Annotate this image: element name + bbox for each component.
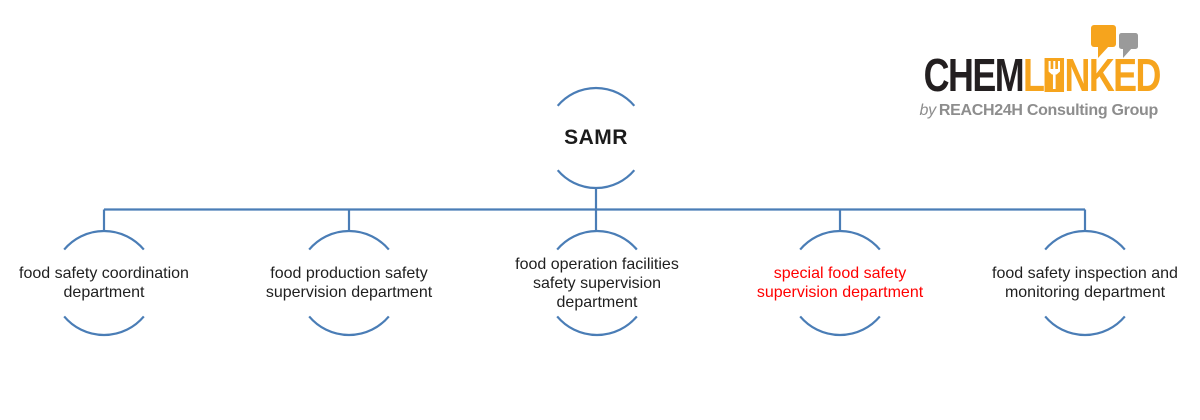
node-dept-5-label: food safety inspection and monitoring dep… bbox=[960, 264, 1200, 302]
label-line: food safety coordination bbox=[19, 265, 189, 282]
tagline-by: by bbox=[919, 102, 937, 119]
node-dept-1-circle-bottom-arc bbox=[63, 315, 145, 337]
node-dept-1-circle-top-arc bbox=[63, 229, 145, 251]
node-dept-5-circle-bottom-arc bbox=[1044, 315, 1126, 337]
label-line: safety supervision bbox=[532, 274, 662, 292]
speech-bubbles-icon bbox=[1091, 25, 1138, 58]
label-line: food operation facilities bbox=[515, 255, 679, 273]
brand-text-chem: CHEM bbox=[923, 49, 1025, 101]
node-dept-4-circle-bottom-arc bbox=[799, 315, 881, 337]
speech-bubble-orange-icon bbox=[1091, 25, 1116, 58]
node-dept-5-circle-top-arc bbox=[1044, 229, 1126, 251]
label-line: special food safety bbox=[773, 265, 907, 282]
speech-bubble-gray-icon bbox=[1119, 33, 1138, 58]
node-samr-circle-bottom-arc bbox=[556, 169, 636, 190]
label-line: supervision department bbox=[265, 284, 433, 301]
node-dept-2-circle-bottom-arc bbox=[308, 315, 390, 337]
label-line: monitoring department bbox=[1004, 284, 1166, 301]
label-line: food production safety bbox=[270, 265, 428, 282]
node-dept-2-circle-top-arc bbox=[308, 229, 390, 251]
brand-wordmark: CHEML NKED bbox=[923, 49, 1162, 101]
node-dept-2-label: food production safety supervision depart… bbox=[224, 264, 474, 302]
node-samr-label: SAMR bbox=[564, 126, 628, 149]
node-dept-3-circle-bottom-arc bbox=[556, 315, 638, 337]
node-dept-3-circle-top-arc bbox=[556, 229, 638, 251]
label-line: food safety inspection and bbox=[992, 265, 1178, 282]
node-dept-1-label: food safety coordination department bbox=[0, 264, 229, 302]
label-line: department bbox=[63, 284, 145, 301]
brand-text-l: L bbox=[1023, 49, 1045, 101]
brand-text-nked: NKED bbox=[1064, 49, 1162, 101]
label-line: supervision department bbox=[756, 284, 924, 301]
label-line: department bbox=[556, 293, 638, 311]
fork-icon bbox=[1044, 58, 1064, 92]
node-dept-4-circle-top-arc bbox=[799, 229, 881, 251]
node-samr-circle-top-arc bbox=[556, 86, 636, 107]
tagline-company: REACH24H Consulting Group bbox=[938, 102, 1158, 119]
node-dept-4-label: special food safety supervision departmen… bbox=[715, 264, 965, 302]
